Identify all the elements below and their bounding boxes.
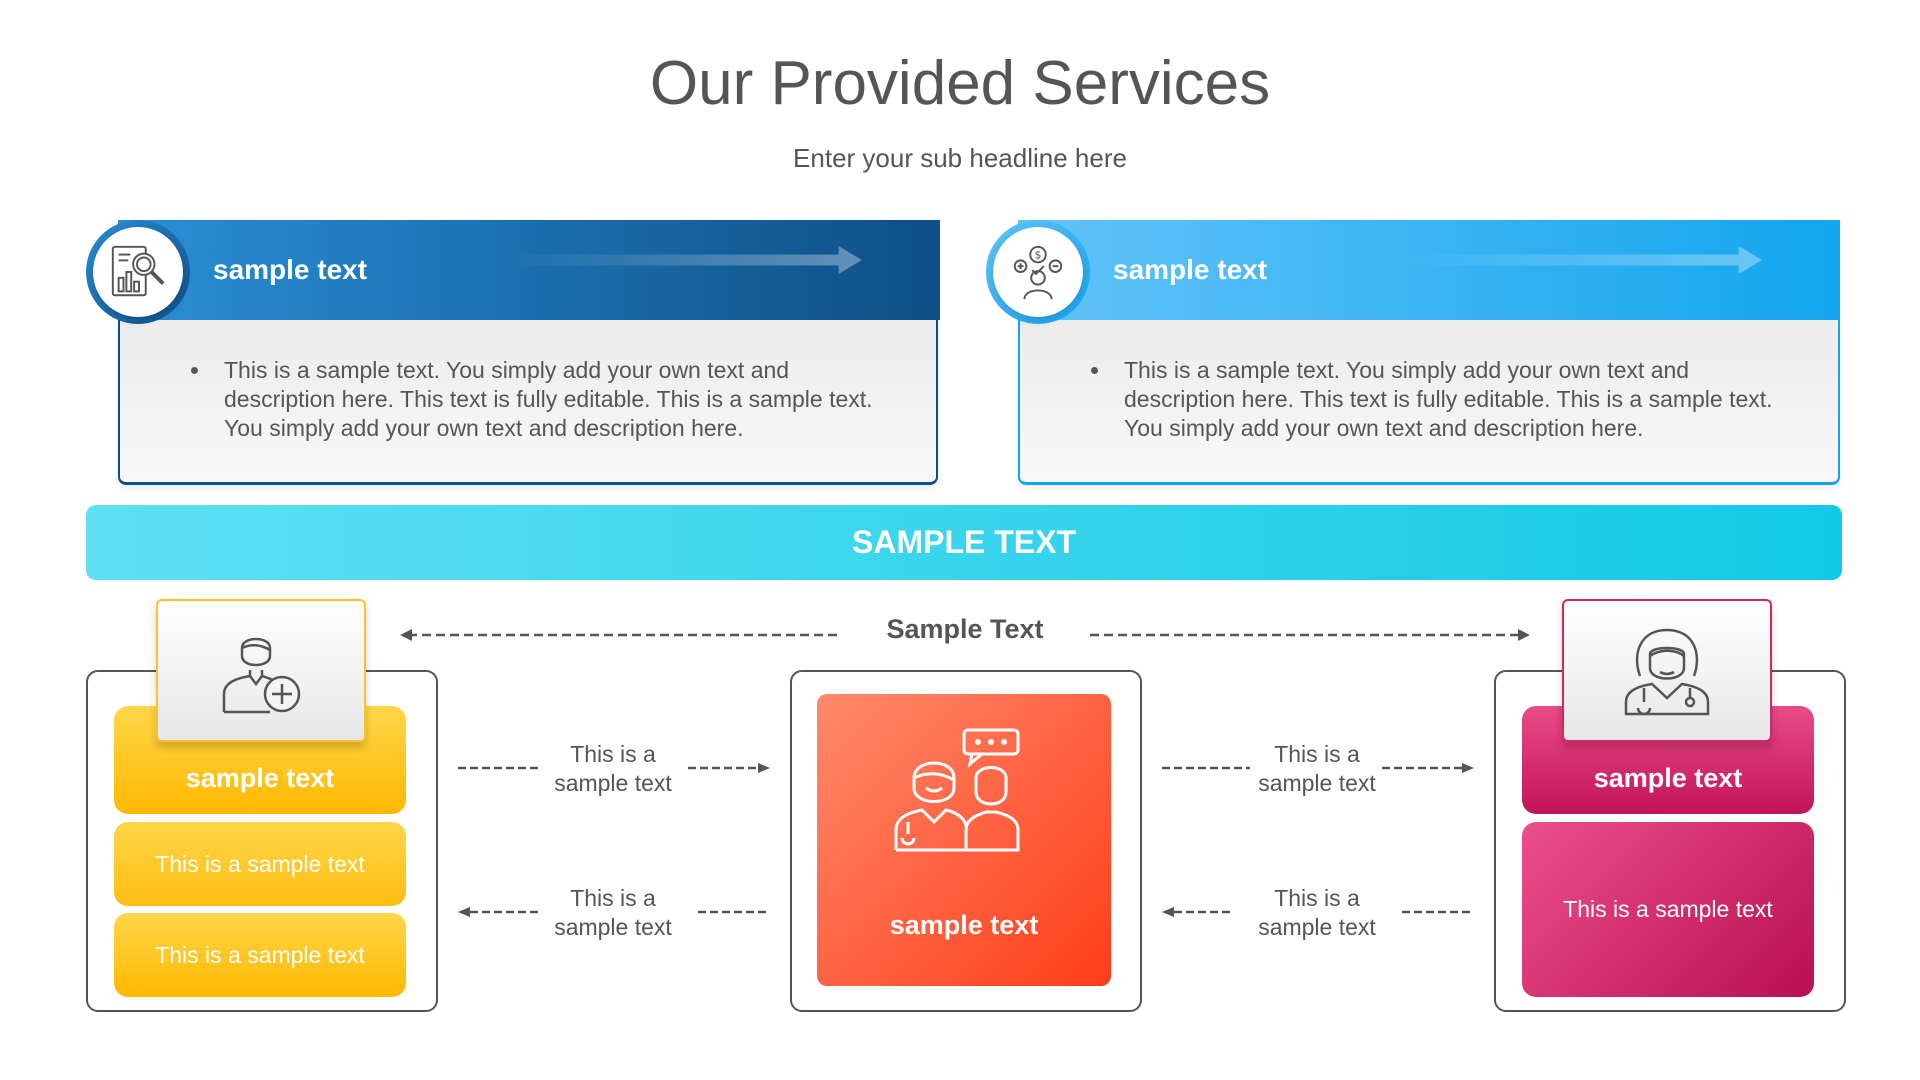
flow-arrow-left-upper (458, 763, 770, 773)
service-card-1-icon-holder (93, 227, 183, 317)
financial-consultant-icon: $ (1013, 245, 1063, 300)
service-card-2-header: sample text (1018, 220, 1840, 320)
right-panel-icon-tab (1562, 599, 1772, 742)
service-card-1-bullet: This is a sample text. You simply add yo… (212, 356, 886, 443)
center-panel-title: sample text (889, 910, 1039, 940)
arrow-decoration-icon (1404, 246, 1762, 274)
right-panel-item-1: This is a sample text (1522, 822, 1814, 997)
flow-arrow-right-lower (1162, 907, 1474, 917)
left-panel-title-text: sample text (185, 763, 335, 793)
svg-text:$: $ (1035, 248, 1042, 261)
analytics-report-magnifier-icon (111, 245, 165, 297)
left-panel-item-1: This is a sample text (114, 822, 406, 906)
center-panel-card: sample text (817, 694, 1111, 986)
service-card-1-header: sample text (118, 220, 940, 320)
service-card-2-bullet: This is a sample text. You simply add yo… (1112, 356, 1788, 443)
left-panel-item-2: This is a sample text (114, 913, 406, 997)
flow-label-left-lower: This is a sample text (554, 885, 672, 940)
flow-top-label: Sample Text (886, 614, 1044, 644)
flow-label-left-upper: This is a sample text (554, 741, 672, 796)
flow-label-right-lower: This is a sample text (1258, 885, 1376, 940)
flow-arrow-right-upper (1162, 763, 1474, 773)
section-banner: SAMPLE TEXT (86, 505, 1842, 580)
female-doctor-icon (1624, 628, 1710, 715)
page-subtitle: Enter your sub headline here (793, 143, 1127, 173)
right-panel-title-text: sample text (1593, 763, 1743, 793)
service-card-2-title: sample text (1113, 254, 1268, 285)
top-flow-arrows (400, 629, 1530, 641)
add-user-icon (222, 637, 301, 713)
flow-label-right-upper: This is a sample text (1258, 741, 1376, 796)
doctor-patient-chat-icon (894, 728, 1020, 852)
arrow-decoration-icon (504, 246, 862, 274)
service-card-2-icon-holder: $ (993, 227, 1083, 317)
page-title: Our Provided Services (649, 49, 1271, 118)
service-card-2-body: This is a sample text. You simply add yo… (1018, 318, 1840, 485)
left-panel-icon-tab (156, 599, 366, 742)
flow-arrow-left-lower (458, 907, 770, 917)
service-card-1-body: This is a sample text. You simply add yo… (118, 318, 938, 485)
service-card-1-title: sample text (213, 254, 368, 285)
